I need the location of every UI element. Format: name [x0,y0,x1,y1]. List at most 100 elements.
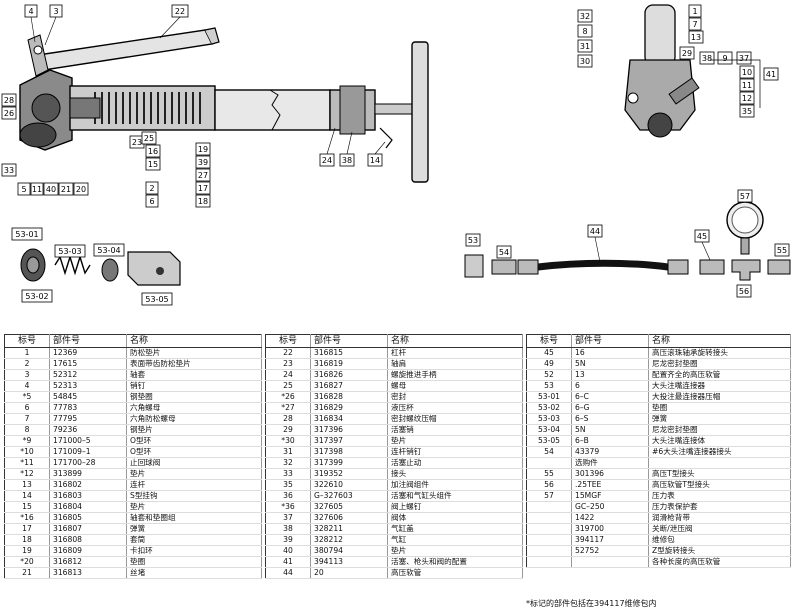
callout: 15 [148,160,158,169]
item-number-cell: 7 [4,413,50,425]
callout: 24 [322,156,332,165]
part-number-cell: 328211 [310,523,388,535]
part-name-cell: 活塞销 [387,424,523,436]
part-number-cell: 316812 [49,556,127,568]
part-number-cell: 394117 [571,534,649,546]
part-name-cell: 杠杆 [387,347,523,359]
callout: 37 [739,54,749,63]
item-number-cell: *20 [4,556,50,568]
part-name-cell: 螺母 [387,380,523,392]
callout: 53-04 [97,246,120,255]
callout: 3 [53,7,58,16]
callout: 8 [582,27,587,36]
part-number-cell: 171009–1 [49,446,127,458]
part-number-cell: 6–S [571,413,649,425]
callout: 54 [499,248,509,257]
part-name-cell: 防松垫片 [126,347,262,359]
item-number-cell: 35 [265,479,311,491]
item-number-cell: 56 [526,479,572,491]
callout: 9 [722,54,727,63]
item-number-cell: 54 [526,446,572,458]
part-number-cell: 327606 [310,512,388,524]
part-name-cell: 接头 [387,468,523,480]
callout: 21 [61,185,71,194]
item-number-cell: *27 [265,402,311,414]
item-number-cell: 53-05 [526,435,572,447]
item-number-cell: 3 [4,369,50,381]
item-number-cell: 45 [526,347,572,359]
part-name-cell: 尼龙密封垫圈 [648,424,791,436]
part-number-cell: 6–B [571,435,649,447]
part-number-cell: 316815 [310,347,388,359]
item-number-cell: *36 [265,501,311,513]
part-name-cell: 名称 [387,334,523,348]
item-number-cell [526,545,572,557]
part-number-cell: 52312 [49,369,127,381]
part-name-cell: 阀体 [387,512,523,524]
part-name-cell: 液压杯 [387,402,523,414]
part-name-cell: 高压T型接头 [648,468,791,480]
callout: 6 [149,197,154,206]
part-name-cell: 止回球阀 [126,457,262,469]
item-number-cell: *12 [4,468,50,480]
part-name-cell: 钢垫圈 [126,391,262,403]
callout: 33 [4,166,14,175]
part-name-cell: 尼龙密封垫圈 [648,358,791,370]
part-name-cell: 活塞止动 [387,457,523,469]
part-number-cell: 6 [571,380,649,392]
part-number-cell: 6–G [571,402,649,414]
part-name-cell: 气缸盖 [387,523,523,535]
callouts-exploded: 4 3 22 28 26 33 5 11 40 21 20 23 25 16 1… [1,4,386,208]
part-number-cell: 316834 [310,413,388,425]
part-number-cell: 313899 [49,468,127,480]
part-name-cell: 大投注最连接器压帽 [648,391,791,403]
part-number-cell: 77783 [49,402,127,414]
table-row: 选购件 [526,457,791,469]
part-number-cell: 316805 [49,512,127,524]
item-number-cell: 53 [526,380,572,392]
part-name-cell: 钢垫片 [126,424,262,436]
item-number-cell: 53-04 [526,424,572,436]
item-number-cell: 32 [265,457,311,469]
item-number-cell: 52 [526,369,572,381]
part-number-cell: 16 [571,347,649,359]
callouts-parts: 53-01 53-02 53-03 53-04 53-05 53 54 44 4… [11,189,790,306]
callout: 10 [742,68,752,77]
part-name-cell: 卡扣环 [126,545,262,557]
part-name-cell: 表面带齿防松垫片 [126,358,262,370]
item-number-cell: 标号 [4,334,50,348]
part-number-cell: 171700–28 [49,457,127,469]
item-number-cell: 38 [265,523,311,535]
part-number-cell: 52752 [571,545,649,557]
item-number-cell: 18 [4,534,50,546]
part-name-cell: 压力表 [648,490,791,502]
part-name-cell: 连杆销钉 [387,446,523,458]
item-number-cell: 13 [4,479,50,491]
callout: 35 [742,107,752,116]
part-name-cell: 高压软管T型接头 [648,479,791,491]
part-name-cell: 大头注嘴连接器 [648,380,791,392]
item-number-cell: 15 [4,501,50,513]
part-number-cell: 54845 [49,391,127,403]
part-number-cell: 17615 [49,358,127,370]
part-name-cell: #6大头注嘴连接器接头 [648,446,791,458]
